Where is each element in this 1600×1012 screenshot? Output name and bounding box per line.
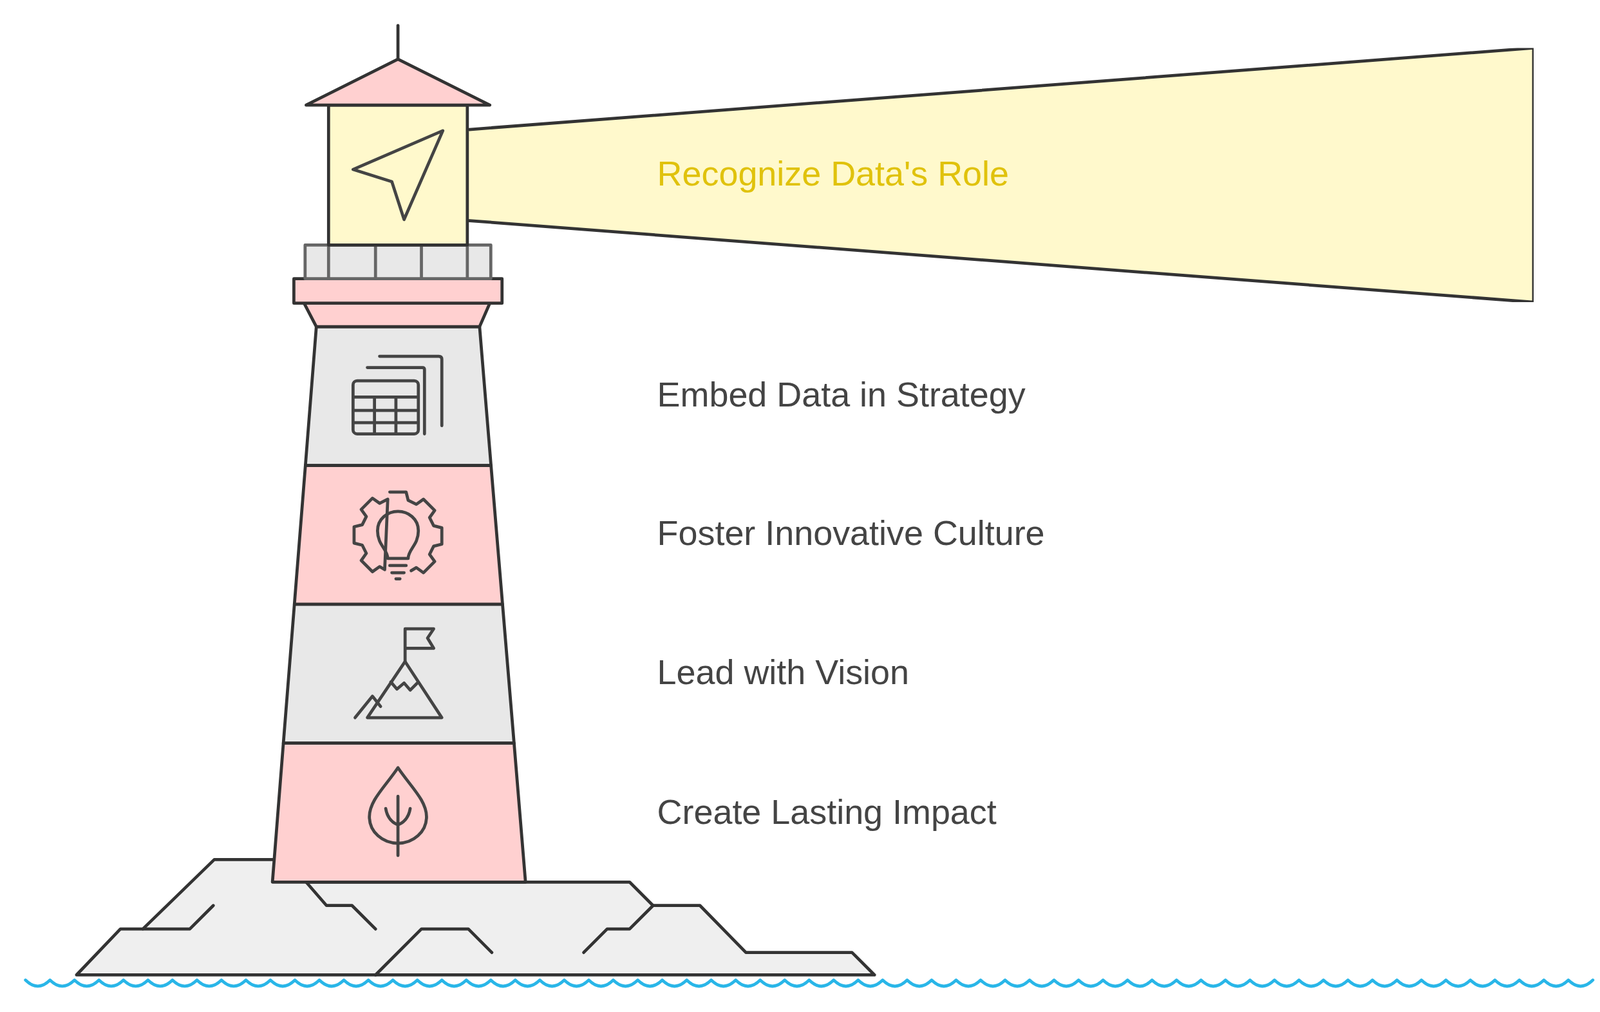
step-label: Lead with Vision: [657, 652, 910, 693]
light-beam: Recognize Data's Role: [467, 47, 1534, 302]
beam-label: Recognize Data's Role: [657, 154, 1009, 195]
step-label: Foster Innovative Culture: [657, 513, 1045, 554]
step-label: Create Lasting Impact: [657, 792, 997, 833]
step-label: Embed Data in Strategy: [657, 374, 1026, 415]
